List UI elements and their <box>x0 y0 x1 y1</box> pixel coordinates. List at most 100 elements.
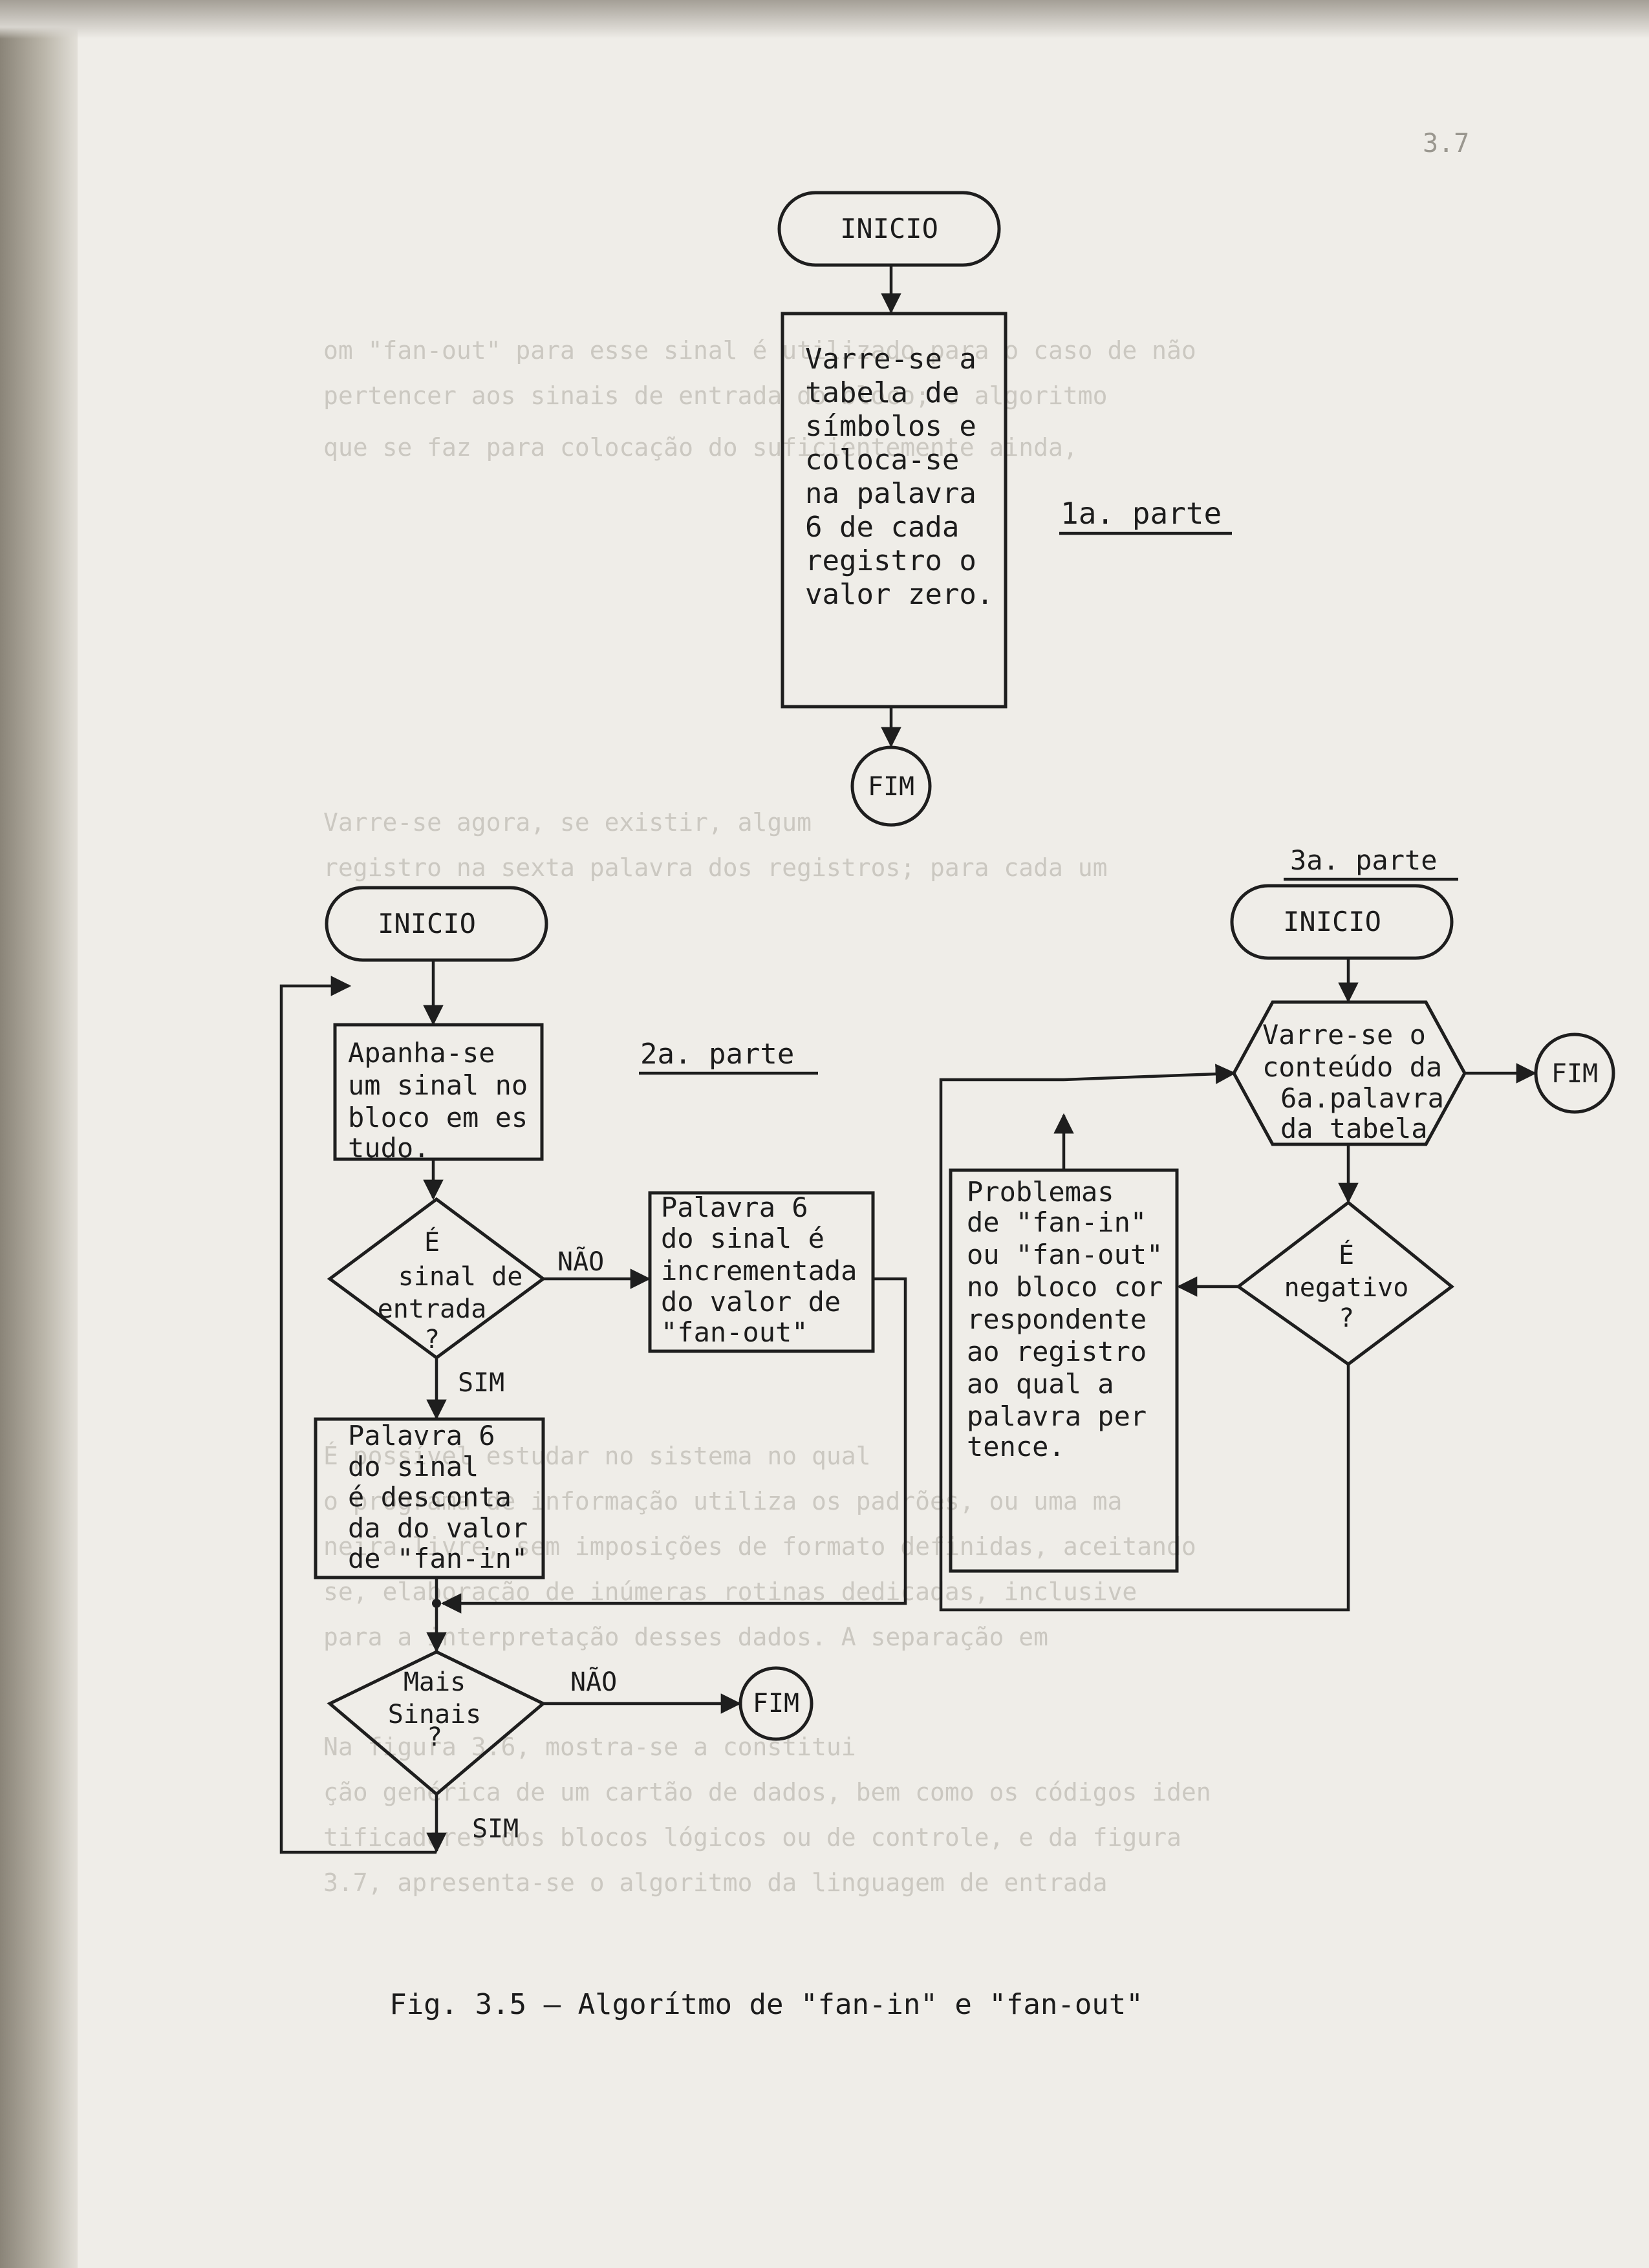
part2-is-input-text: É sinal de entrada ? <box>378 1226 523 1354</box>
part1-start-terminal <box>777 191 1001 267</box>
svg-text:sinal de: sinal de <box>398 1262 523 1292</box>
svg-text:se, elaboração de inúmeras rot: se, elaboração de inúmeras rotinas dedic… <box>323 1578 1137 1606</box>
svg-text:que se faz para colocação do s: que se faz para colocação do suficientem… <box>323 433 1078 462</box>
svg-text:tence.: tence. <box>967 1431 1065 1462</box>
part2-label: 2a. parte <box>640 1038 794 1071</box>
svg-text:é desconta: é desconta <box>348 1481 512 1513</box>
svg-text:para a interpretação desses da: para a interpretação desses dados. A sep… <box>323 1623 1048 1651</box>
svg-text:É possível estudar no sistema: É possível estudar no sistema no qual <box>323 1442 870 1470</box>
page-number: 3.7 <box>1423 129 1469 158</box>
part2-fanin-box <box>314 1417 545 1579</box>
svg-text:?: ? <box>1339 1303 1354 1333</box>
svg-text:tudo.: tudo. <box>348 1132 429 1164</box>
svg-text:?: ? <box>424 1325 440 1354</box>
binding-shadow <box>0 0 78 2268</box>
part1-process-text: Varre-se a tabela de símbolos e coloca-s… <box>805 343 993 611</box>
svg-text:Problemas: Problemas <box>967 1176 1114 1208</box>
part2-start-terminal <box>325 886 548 962</box>
svg-text:É: É <box>424 1226 440 1257</box>
svg-text:Palavra 6: Palavra 6 <box>661 1192 808 1223</box>
svg-text:na palavra: na palavra <box>805 477 976 510</box>
part2-end-label: FIM <box>753 1689 799 1718</box>
svg-text:Apanha-se: Apanha-se <box>348 1037 495 1069</box>
part3-problems-text: Problemas de "fan-in" ou "fan-out" no bl… <box>967 1176 1163 1462</box>
part1-end-terminal <box>850 745 932 827</box>
part1-label: 1a. parte <box>1061 496 1222 531</box>
svg-text:Mais: Mais <box>404 1667 466 1697</box>
svg-text:palavra per: palavra per <box>967 1400 1147 1432</box>
svg-text:registro o: registro o <box>805 544 976 577</box>
part2-yes2-label: SIM <box>472 1814 519 1844</box>
part2-more-signals-text: Mais Sinais ? <box>388 1667 482 1752</box>
figure-caption: Fig. 3.5 – Algorítmo de "fan-in" e "fan-… <box>389 1988 1143 2021</box>
svg-text:de "fan-in": de "fan-in" <box>967 1206 1147 1238</box>
part3-start-terminal <box>1230 884 1454 960</box>
svg-text:coloca-se: coloca-se <box>805 444 959 476</box>
svg-text:negativo: negativo <box>1284 1273 1409 1303</box>
svg-text:tabela de: tabela de <box>805 376 959 409</box>
svg-text:do sinal é: do sinal é <box>661 1223 824 1254</box>
part3-label: 3a. parte <box>1290 844 1438 876</box>
part2-start-label: INICIO <box>378 908 476 939</box>
svg-text:respondente: respondente <box>967 1303 1147 1335</box>
part3-end-terminal <box>1534 1032 1615 1114</box>
svg-text:Varre-se agora, se existir, al: Varre-se agora, se existir, algum <box>323 808 812 837</box>
svg-text:no bloco cor: no bloco cor <box>967 1271 1163 1303</box>
part3-end-label: FIM <box>1551 1059 1598 1089</box>
part3: 3a. parte INICIO Varre-se o conteúdo da … <box>939 844 1615 1612</box>
svg-text:incrementada: incrementada <box>661 1255 857 1287</box>
part1-process-box <box>781 312 1008 709</box>
svg-text:bloco em es: bloco em es <box>348 1102 528 1133</box>
svg-text:entrada: entrada <box>378 1294 487 1324</box>
svg-text:símbolos e: símbolos e <box>805 410 976 443</box>
bleed-through-text: om "fan-out" para esse sinal é utilizado… <box>323 336 1211 1897</box>
svg-text:"fan-out": "fan-out" <box>661 1316 808 1348</box>
part1-end-label: FIM <box>868 772 914 802</box>
svg-text:o programa de informação utili: o programa de informação utiliza os padr… <box>323 1487 1122 1515</box>
part2-no2-label: NÃO <box>570 1666 617 1697</box>
svg-text:6 de cada: 6 de cada <box>805 511 959 544</box>
svg-text:um sinal no: um sinal no <box>348 1069 528 1101</box>
svg-text:da tabela: da tabela <box>1280 1113 1428 1144</box>
part2-get-signal-text: Apanha-se um sinal no bloco em es tudo. <box>348 1037 528 1164</box>
svg-text:tificadores dos blocos lógicos: tificadores dos blocos lógicos ou de con… <box>323 1823 1181 1852</box>
svg-text:3.7, apresenta-se o algoritmo: 3.7, apresenta-se o algoritmo da linguag… <box>323 1868 1108 1897</box>
part2-yes-label: SIM <box>458 1368 504 1398</box>
svg-text:conteúdo da: conteúdo da <box>1262 1051 1442 1083</box>
part2-end-terminal <box>738 1666 814 1741</box>
svg-text:?: ? <box>427 1722 442 1752</box>
part3-is-negative-text: É negativo ? <box>1284 1239 1409 1333</box>
part3-start-label: INICIO <box>1283 906 1381 937</box>
svg-text:6a.palavra: 6a.palavra <box>1280 1082 1444 1114</box>
svg-text:om "fan-out" para esse sinal é: om "fan-out" para esse sinal é utilizado… <box>323 336 1196 365</box>
part2-fanout-text: Palavra 6 do sinal é incrementada do val… <box>661 1192 857 1348</box>
svg-text:ção genérica de um cartão de d: ção genérica de um cartão de dados, bem … <box>323 1778 1211 1806</box>
svg-text:pertencer aos sinais de entrad: pertencer aos sinais de entrada do bloco… <box>323 381 1108 410</box>
svg-text:ao qual a: ao qual a <box>967 1368 1114 1400</box>
svg-text:Varre-se a: Varre-se a <box>805 343 976 376</box>
svg-text:ao registro: ao registro <box>967 1336 1147 1367</box>
svg-text:valor zero.: valor zero. <box>805 578 993 611</box>
svg-text:Na figura 3.6, mostra-se a con: Na figura 3.6, mostra-se a constitui <box>323 1733 856 1761</box>
part2-fanout-box <box>648 1191 875 1353</box>
part1: INICIO Varre-se a tabela de símbolos e c… <box>777 191 1232 827</box>
svg-text:da do valor: da do valor <box>348 1512 528 1544</box>
svg-text:É: É <box>1339 1239 1354 1270</box>
top-edge-shadow <box>0 0 1649 39</box>
part2-no-label: NÃO <box>557 1246 604 1277</box>
part2-get-signal-box <box>333 1023 544 1161</box>
svg-text:Varre-se o: Varre-se o <box>1262 1019 1426 1051</box>
svg-text:registro na sexta palavra dos: registro na sexta palavra dos registros;… <box>323 853 1108 882</box>
svg-text:de "fan-in": de "fan-in" <box>348 1543 528 1574</box>
part2: INICIO Apanha-se um sinal no bloco em es… <box>279 886 907 1854</box>
svg-text:Palavra 6: Palavra 6 <box>348 1420 495 1451</box>
part2-fanin-text: Palavra 6 do sinal é desconta da do valo… <box>348 1420 528 1574</box>
svg-text:Sinais: Sinais <box>388 1700 482 1729</box>
svg-text:neira livre, sem imposições de: neira livre, sem imposições de formato d… <box>323 1532 1196 1561</box>
svg-text:do valor de: do valor de <box>661 1286 841 1318</box>
svg-text:do sinal: do sinal <box>348 1451 479 1482</box>
part3-scan-text: Varre-se o conteúdo da 6a.palavra da tab… <box>1262 1019 1444 1144</box>
svg-text:ou "fan-out": ou "fan-out" <box>967 1239 1163 1270</box>
